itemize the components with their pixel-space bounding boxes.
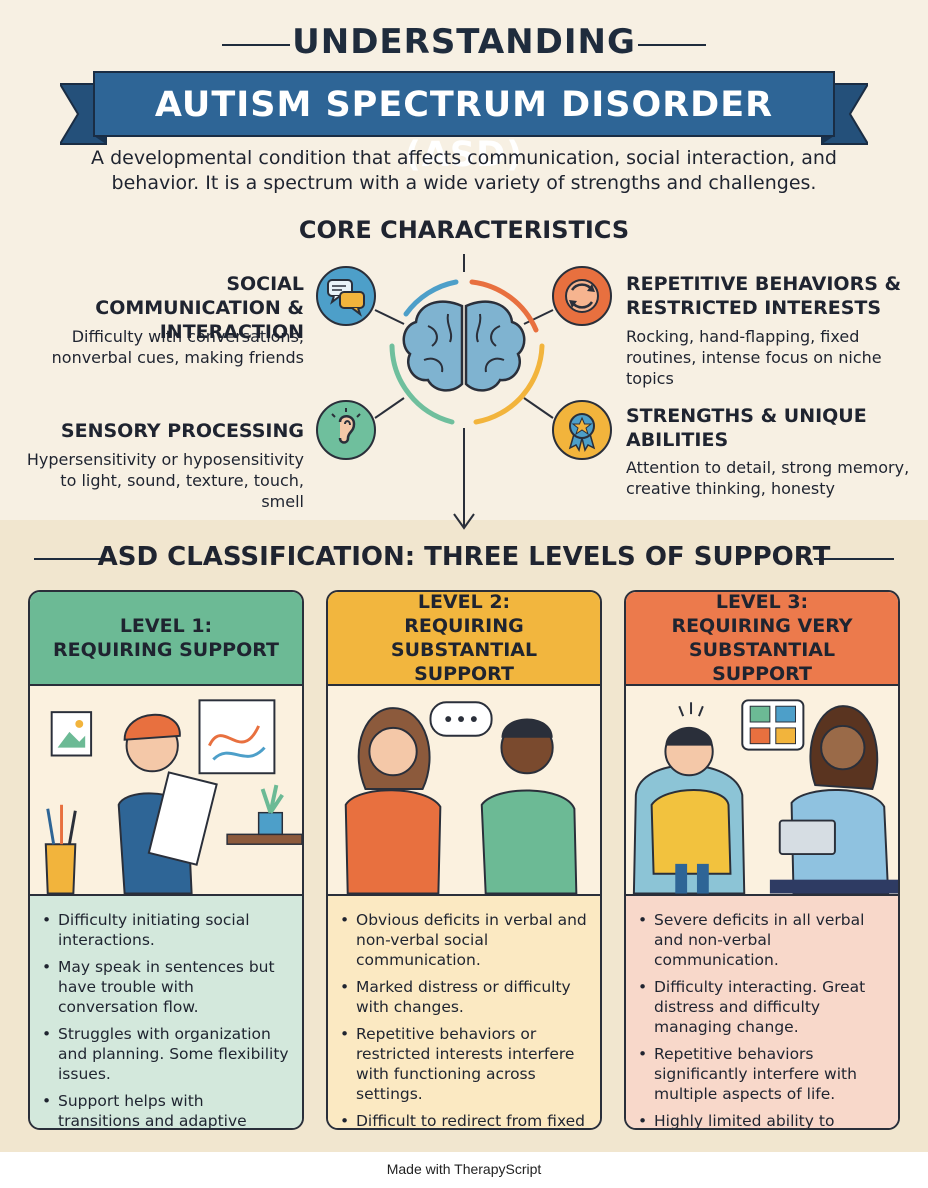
title-rule-left — [222, 44, 290, 46]
section-rule-left — [34, 558, 114, 560]
level-3-body: Severe deficits in all verbal and non-ve… — [626, 896, 898, 1128]
level-3-illustration — [626, 686, 898, 896]
feature-repetitive-desc: Rocking, hand-flapping, fixed routines, … — [626, 327, 882, 388]
feature-sensory-title: SENSORY PROCESSING — [60, 420, 304, 442]
level-1-body: Difficulty initiating social interaction… — [30, 896, 302, 1128]
title-understanding: UNDERSTANDING — [292, 22, 636, 62]
level-1-title: REQUIRING SUPPORT — [53, 639, 279, 661]
footer-credit: Made with TherapyScript — [386, 1161, 542, 1177]
level-2-illustration — [328, 686, 600, 896]
level-3-bullet: Highly limited ability to adjust behavio… — [636, 1111, 886, 1128]
level-3-header: LEVEL 3: REQUIRING VERY SUBSTANTIAL SUPP… — [626, 592, 898, 686]
level-1-card: LEVEL 1: REQUIRING SUPPORT Difficulty in… — [28, 590, 304, 1130]
level-1-bullet: Struggles with organization and planning… — [40, 1024, 290, 1084]
title-ribbon — [60, 71, 868, 145]
level-1-bullet: Support helps with transitions and adapt… — [40, 1091, 290, 1128]
speech-bubbles-icon — [316, 266, 376, 326]
level-3-bullet: Difficulty interacting. Great distress a… — [636, 977, 886, 1037]
level-3-label: LEVEL 3: — [715, 591, 809, 613]
feature-sensory-desc: Hypersensitivity or hyposensitivity to l… — [26, 450, 304, 511]
intro-text: A developmental condition that affects c… — [91, 147, 837, 194]
feature-strengths-title: STRENGTHS & UNIQUE ABILITIES — [626, 405, 867, 451]
level-1-bullet: May speak in sentences but have trouble … — [40, 957, 290, 1017]
feature-social-title: SOCIAL COMMUNICATION & INTERACTION — [95, 273, 304, 343]
brain-icon — [402, 300, 526, 392]
footer-background — [0, 1152, 928, 1188]
level-1-illustration — [30, 686, 302, 896]
feature-social-desc: Difficulty with conversations, nonverbal… — [51, 327, 304, 367]
ear-icon — [316, 400, 376, 460]
section-rule-right — [814, 558, 894, 560]
level-1-header: LEVEL 1: REQUIRING SUPPORT — [30, 592, 302, 686]
feature-repetitive-title: REPETITIVE BEHAVIORS & RESTRICTED INTERE… — [626, 273, 902, 319]
level-2-bullet: Difficult to redirect from fixed interes… — [338, 1111, 588, 1128]
level-2-header: LEVEL 2: REQUIRING SUBSTANTIAL SUPPORT — [328, 592, 600, 686]
level-2-label: LEVEL 2: — [417, 591, 511, 613]
level-1-bullet: Difficulty initiating social interaction… — [40, 910, 290, 950]
level-2-bullet: Repetitive behaviors or restricted inter… — [338, 1024, 588, 1104]
level-2-body: Obvious deficits in verbal and non-verba… — [328, 896, 600, 1128]
level-3-bullet: Severe deficits in all verbal and non-ve… — [636, 910, 886, 970]
level-2-card: LEVEL 2: REQUIRING SUBSTANTIAL SUPPORT O… — [326, 590, 602, 1130]
level-3-title: REQUIRING VERY SUBSTANTIAL SUPPORT — [671, 615, 853, 685]
level-2-bullet: Obvious deficits in verbal and non-verba… — [338, 910, 588, 970]
classification-title: ASD CLASSIFICATION: THREE LEVELS OF SUPP… — [97, 542, 831, 572]
feature-strengths-desc: Attention to detail, strong memory, crea… — [626, 458, 910, 498]
level-1-label: LEVEL 1: — [119, 615, 213, 637]
award-ribbon-icon — [552, 400, 612, 460]
brain-diagram — [374, 254, 554, 530]
level-3-card: LEVEL 3: REQUIRING VERY SUBSTANTIAL SUPP… — [624, 590, 900, 1130]
cycle-arrows-icon — [552, 266, 612, 326]
level-3-bullet: Repetitive behaviors significantly inter… — [636, 1044, 886, 1104]
level-2-title: REQUIRING SUBSTANTIAL SUPPORT — [390, 615, 538, 685]
title-rule-right — [638, 44, 706, 46]
title-main: AUTISM SPECTRUM DISORDER (ASD) — [154, 85, 774, 175]
core-characteristics-title: CORE CHARACTERISTICS — [298, 216, 630, 244]
level-2-bullet: Marked distress or difficulty with chang… — [338, 977, 588, 1017]
